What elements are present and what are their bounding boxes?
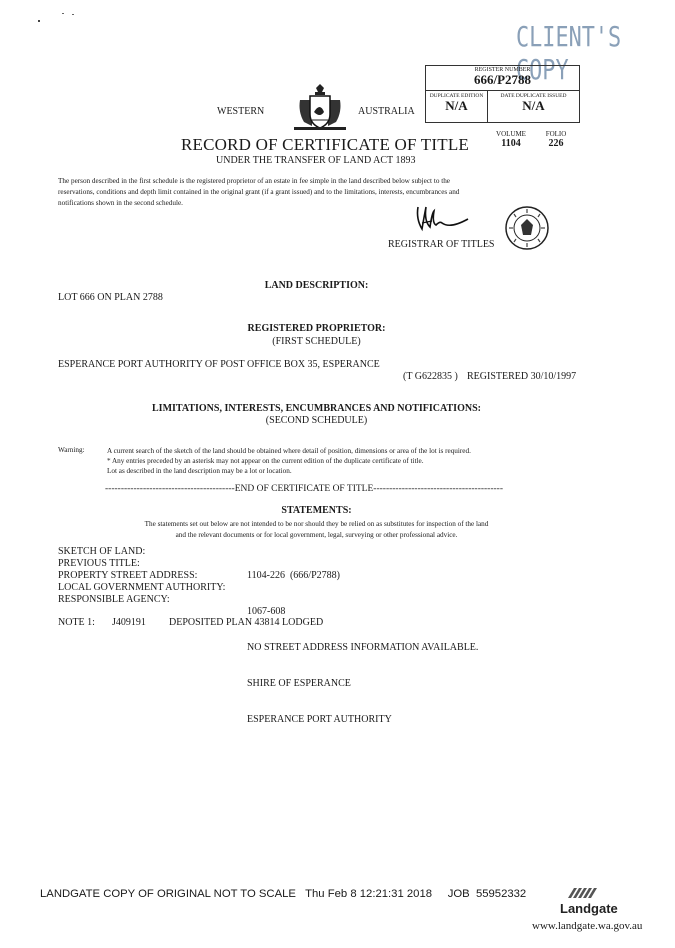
date-issued: N/A — [522, 98, 545, 113]
folio-value: 226 — [548, 138, 564, 149]
statements-intro-line: and the relevant documents or for local … — [175, 531, 458, 539]
document-subtitle: UNDER THE TRANSFER OF LAND ACT 1893 — [216, 155, 416, 166]
warning-line: Lot as described in the land description… — [107, 467, 292, 475]
local-government-authority-value: SHIRE OF ESPERANCE — [247, 678, 351, 689]
end-of-certificate: ----------------------------------------… — [105, 484, 503, 494]
folio-label: FOLIO — [545, 130, 567, 138]
registrar-signature — [412, 203, 472, 237]
header-australia: AUSTRALIA — [358, 106, 415, 117]
header-western: WESTERN — [217, 106, 265, 117]
statement-labels: SKETCH OF LAND: PREVIOUS TITLE: PROPERTY… — [58, 546, 225, 606]
footer-copy-notice: LANDGATE COPY OF ORIGINAL NOT TO SCALE T… — [40, 888, 527, 900]
register-number-label: REGISTER NUMBER — [474, 67, 531, 73]
coat-of-arms-icon — [286, 82, 354, 132]
sketch-of-land-label: SKETCH OF LAND: — [58, 546, 146, 557]
landgate-logo-icon — [566, 884, 602, 900]
responsible-agency-value: ESPERANCE PORT AUTHORITY — [247, 714, 392, 725]
scan-speck — [72, 14, 74, 15]
previous-title-value: 1067-608 — [247, 606, 286, 617]
proprietor-heading: REGISTERED PROPRIETOR: — [247, 323, 386, 334]
note-label: NOTE 1: — [58, 617, 95, 628]
limitations-heading: LIMITATIONS, INTERESTS, ENCUMBRANCES AND… — [152, 403, 481, 414]
statements-intro: The statements set out below are not int… — [0, 519, 633, 541]
warning-label: Warning: — [58, 446, 85, 454]
duplicate-edition-label: DUPLICATE EDITION — [429, 93, 484, 99]
proprietor-registered-date: REGISTERED 30/10/1997 — [467, 371, 577, 382]
local-government-authority-label: LOCAL GOVERNMENT AUTHORITY: — [58, 582, 226, 593]
intro-text: The person described in the first schedu… — [58, 176, 459, 209]
duplicate-edition: N/A — [445, 98, 468, 113]
note-reference: J409191 — [112, 617, 146, 628]
registrar-seal-icon — [504, 205, 550, 251]
land-description-heading: LAND DESCRIPTION: — [264, 280, 369, 291]
responsible-agency-label: RESPONSIBLE AGENCY: — [58, 594, 170, 605]
intro-line: notifications shown in the second schedu… — [58, 199, 183, 207]
scan-speck — [38, 20, 40, 22]
warning-line: * Any entries preceded by an asterisk ma… — [107, 457, 424, 465]
date-issued-label: DATE DUPLICATE ISSUED — [500, 93, 567, 99]
register-box: REGISTER NUMBER 666/P2788 DUPLICATE EDIT… — [425, 65, 580, 123]
landgate-brand: Landgate — [560, 901, 618, 916]
previous-title-label: PREVIOUS TITLE: — [58, 558, 140, 569]
statements-intro-line: The statements set out below are not int… — [144, 520, 489, 528]
register-number: 666/P2788 — [473, 72, 532, 87]
proprietor-name: ESPERANCE PORT AUTHORITY OF POST OFFICE … — [58, 359, 380, 370]
proprietor-reference: (T G622835 ) — [403, 371, 458, 382]
statement-values: 1104-226 (666/P2788) 1067-608 NO STREET … — [247, 546, 478, 738]
document-title: RECORD OF CERTIFICATE OF TITLE — [181, 135, 470, 154]
property-street-address-value: NO STREET ADDRESS INFORMATION AVAILABLE. — [247, 642, 479, 653]
scan-speck — [62, 13, 64, 14]
proprietor-subheading: (FIRST SCHEDULE) — [272, 336, 361, 347]
limitations-subheading: (SECOND SCHEDULE) — [265, 415, 368, 426]
warning-text: A current search of the sketch of the la… — [107, 446, 471, 476]
volume-label: VOLUME — [496, 130, 526, 138]
property-street-address-label: PROPERTY STREET ADDRESS: — [58, 570, 198, 581]
statements-heading: STATEMENTS: — [281, 505, 352, 516]
note-text: DEPOSITED PLAN 43814 LODGED — [169, 617, 324, 628]
sketch-of-land-value: 1104-226 (666/P2788) — [247, 570, 340, 581]
landgate-url: www.landgate.wa.gov.au — [532, 920, 643, 932]
intro-line: reservations, conditions and depth limit… — [58, 188, 460, 196]
registrar-of-titles: REGISTRAR OF TITLES — [388, 239, 495, 250]
warning-line: A current search of the sketch of the la… — [107, 447, 471, 455]
intro-line: The person described in the first schedu… — [58, 177, 450, 185]
clients-copy-stamp: CLIENT'S COPY — [516, 20, 622, 86]
land-description-text: LOT 666 ON PLAN 2788 — [58, 292, 163, 303]
volume-value: 1104 — [501, 138, 521, 149]
